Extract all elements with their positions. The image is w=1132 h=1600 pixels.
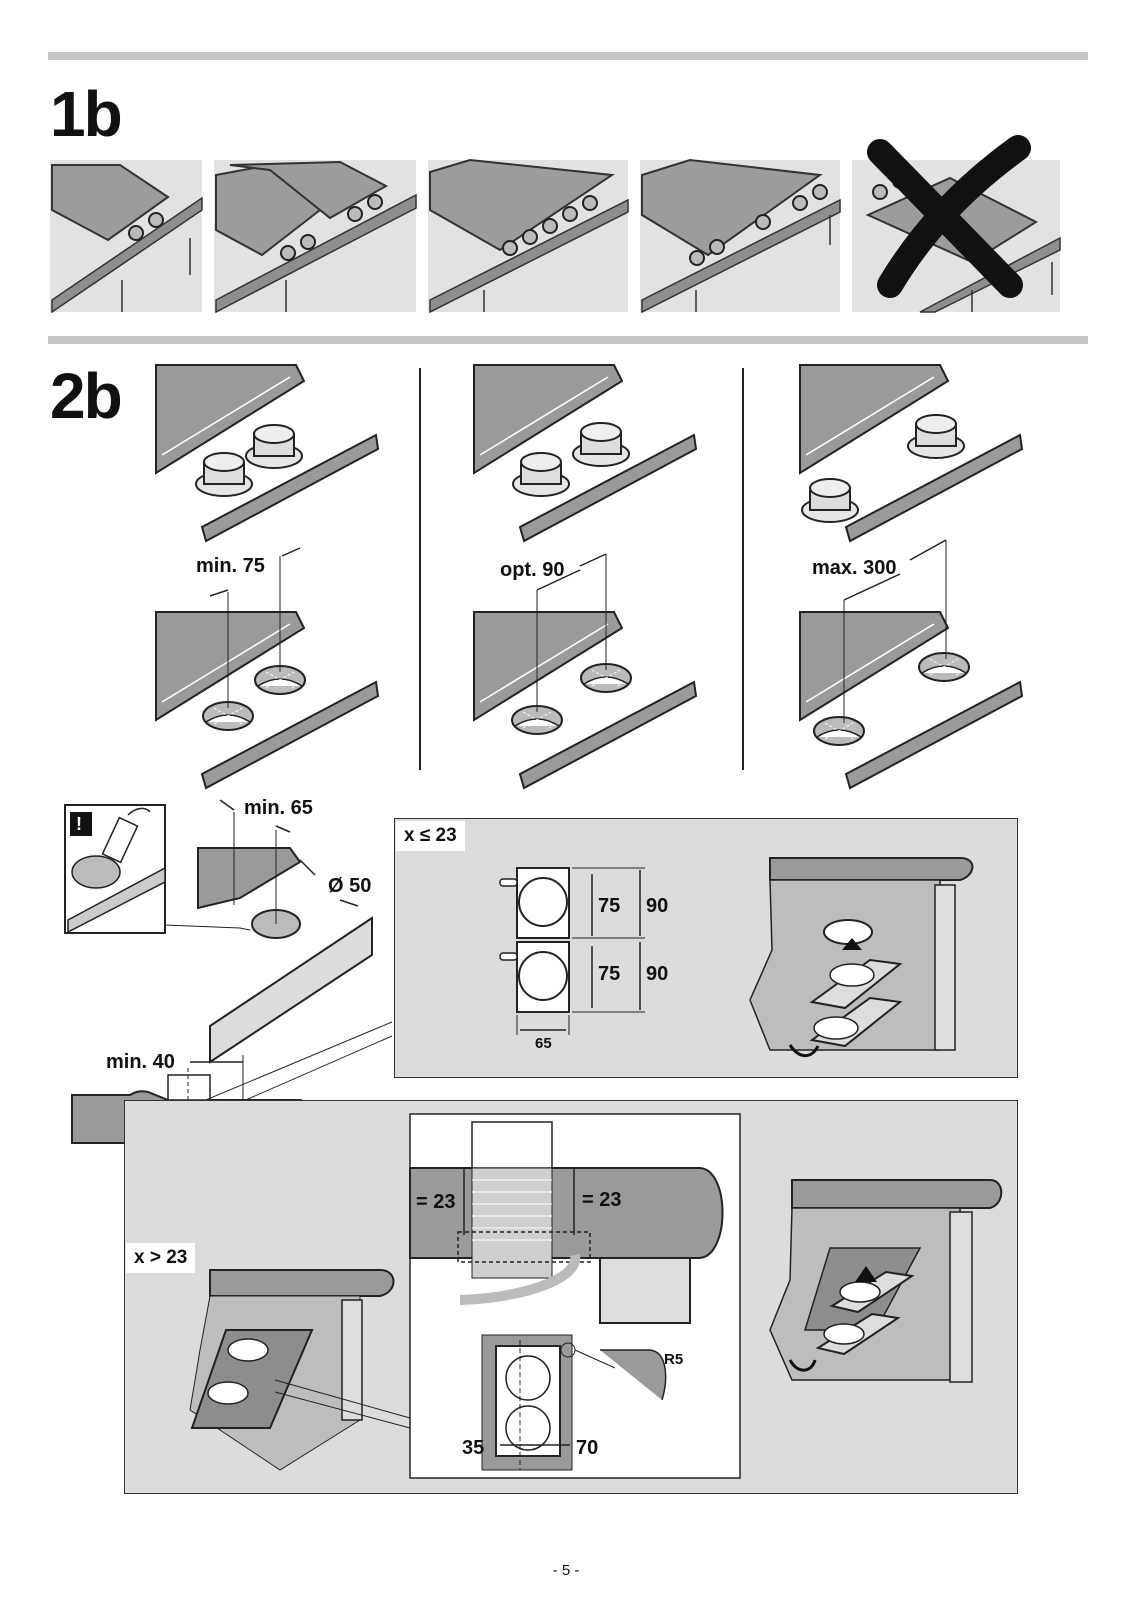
opt-90-label: opt. 90 [500, 559, 565, 581]
top-rule [48, 52, 1088, 60]
dim-90-top: 90 [646, 895, 669, 917]
middle-rule [48, 336, 1088, 344]
cross-mark-icon [867, 135, 1031, 298]
knob-spacing-diagrams [155, 364, 1023, 789]
max-300-label: max. 300 [812, 557, 897, 579]
warning-icon: ! [76, 814, 82, 834]
dim-90-bottom: 90 [646, 963, 669, 985]
dim-70: 70 [576, 1437, 599, 1459]
small-panel-drawings [499, 857, 974, 1058]
hob-thumb-2 [214, 160, 417, 314]
hob-thumb-4 [640, 158, 841, 314]
min-75-label: min. 75 [196, 555, 265, 577]
min-65-label: min. 65 [244, 797, 313, 819]
panel-small-tag: x ≤ 23 [396, 821, 465, 851]
dim-35: 35 [462, 1437, 485, 1459]
hob-thumb-3 [428, 158, 629, 314]
dim-75-bottom: 75 [598, 963, 621, 985]
min-40-label: min. 40 [106, 1051, 175, 1073]
equals-23-right: = 23 [582, 1189, 622, 1211]
radius-r5: R5 [664, 1351, 684, 1368]
section-2b-label: 2b [50, 360, 123, 432]
equals-23-left: = 23 [416, 1191, 456, 1213]
dim-75-top: 75 [598, 895, 621, 917]
hob-thumbnails [50, 135, 1061, 314]
hob-thumb-1 [50, 160, 203, 314]
dim-65: 65 [535, 1035, 552, 1052]
diameter-50-label: Ø 50 [328, 875, 372, 897]
section-1b-label: 1b [50, 78, 123, 150]
panel-large-tag: x > 23 [126, 1243, 196, 1273]
page-number: - 5 - [552, 1562, 580, 1579]
large-panel-drawings [189, 1113, 1003, 1479]
